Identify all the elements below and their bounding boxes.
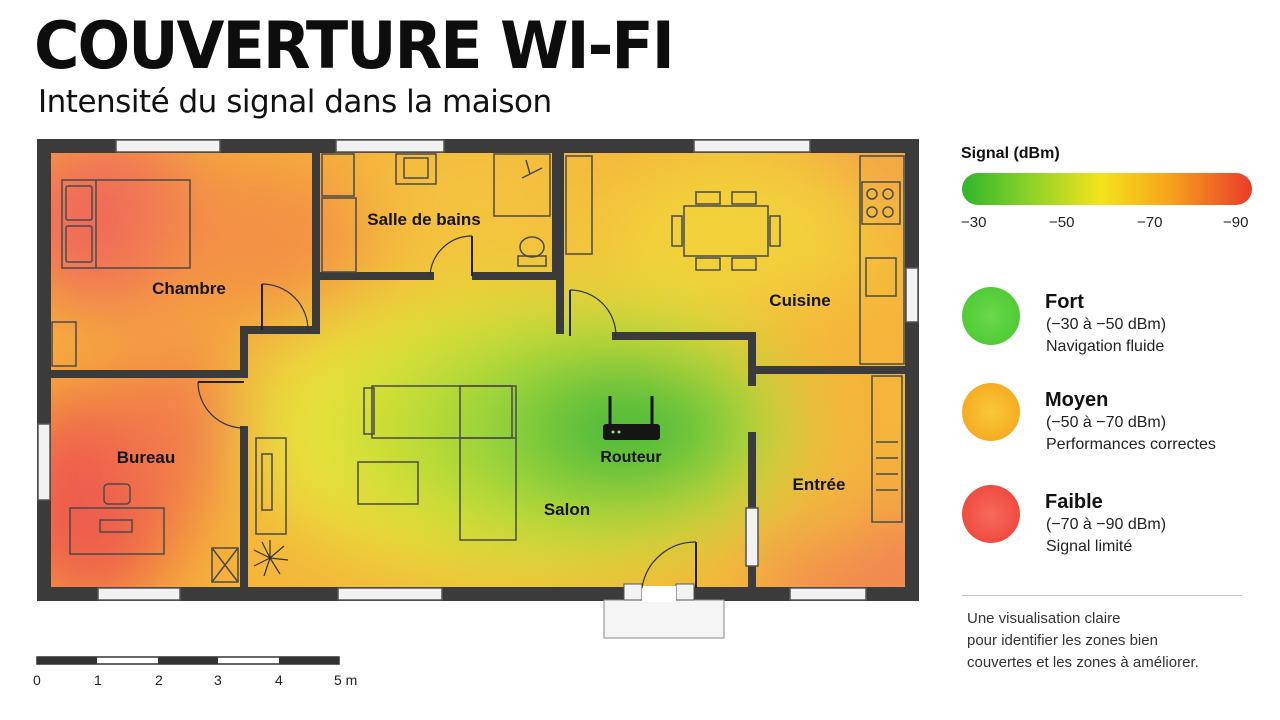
caption-note: Une visualisation claire pour identifier… [967, 608, 1247, 674]
level-dot-faible [962, 485, 1020, 543]
level-range-faible: (−70 à −90 dBm) [1046, 516, 1167, 533]
door-swings [197, 235, 617, 429]
legend-tick: −70 [1137, 214, 1163, 231]
front-door [603, 541, 725, 639]
level-desc-moyen: Performances correctes [1046, 436, 1216, 453]
room-label-chambre: Chambre [152, 279, 226, 298]
room-label-salle-de-bains: Salle de bains [367, 210, 480, 229]
level-name-faible: Faible [1045, 491, 1103, 513]
page-subtitle: Intensité du signal dans la maison [38, 84, 552, 120]
scale-label: 4 [275, 672, 283, 688]
caption-line: couvertes et les zones à améliorer. [967, 654, 1199, 671]
furniture [51, 153, 905, 583]
level-dot-fort [962, 287, 1020, 345]
room-label-cuisine: Cuisine [769, 291, 830, 310]
interior-walls [46, 148, 910, 592]
caption-line: Une visualisation claire [967, 610, 1121, 627]
scale-bar [36, 656, 340, 665]
level-name-moyen: Moyen [1045, 389, 1109, 411]
legend-title: Signal (dBm) [961, 145, 1060, 162]
scale-label: 1 [94, 672, 102, 688]
exterior-walls [37, 139, 919, 601]
scale-label: 2 [155, 672, 163, 688]
legend-tick: −50 [1049, 214, 1075, 231]
level-name-fort: Fort [1045, 291, 1084, 313]
level-range-moyen: (−50 à −70 dBm) [1046, 414, 1167, 431]
level-range-fort: (−30 à −50 dBm) [1046, 316, 1167, 333]
legend-tick: −30 [961, 214, 987, 231]
windows [37, 139, 919, 601]
page-title: COUVERTURE WI-FI [34, 7, 675, 84]
plant-icon [253, 540, 289, 577]
scale-label: 0 [33, 672, 41, 688]
level-desc-fort: Navigation fluide [1046, 338, 1165, 355]
legend-tick: −90 [1223, 214, 1249, 231]
scale-label: 5 m [334, 672, 358, 688]
scale-label: 3 [214, 672, 222, 688]
legend-divider [962, 595, 1242, 596]
caption-line: pour identifier les zones bien [967, 632, 1158, 649]
level-desc-faible: Signal limité [1046, 538, 1133, 555]
level-dot-moyen [962, 383, 1020, 441]
room-label-entree: Entrée [793, 475, 846, 494]
room-label-salon: Salon [544, 500, 590, 519]
signal-gradient-bar [962, 173, 1252, 205]
router-icon [603, 396, 660, 440]
router-label: Routeur [600, 449, 661, 466]
room-label-bureau: Bureau [117, 448, 176, 467]
